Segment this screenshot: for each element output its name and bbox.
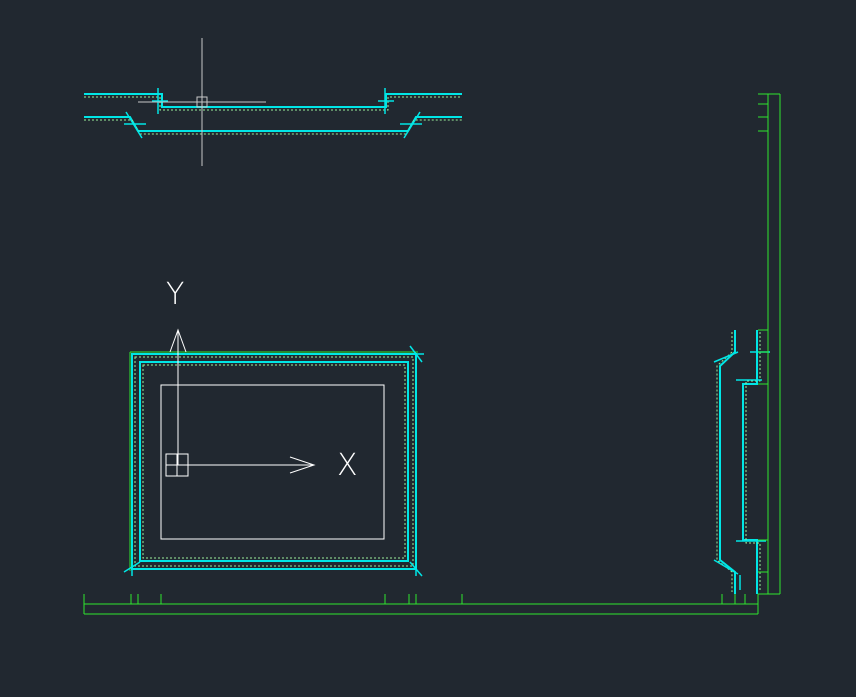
top-view-ticks	[124, 88, 422, 139]
frame-corner-ticks	[123, 345, 424, 577]
top-view-lower-edge[interactable]	[84, 116, 462, 132]
crosshair-icon	[138, 38, 266, 166]
top-view-outline[interactable]	[84, 93, 462, 132]
dimension-right[interactable]	[758, 93, 781, 595]
dimension-bottom[interactable]	[83, 594, 759, 615]
opening-rect[interactable]	[160, 384, 385, 540]
side-view[interactable]	[713, 330, 770, 594]
top-view[interactable]	[84, 88, 462, 139]
frame-outer[interactable]	[131, 353, 417, 570]
top-view-upper-edge[interactable]	[84, 93, 462, 108]
ucs-y-label: Y	[166, 277, 185, 312]
side-view-hatch	[716, 332, 761, 592]
frame-hatch	[134, 356, 414, 567]
side-view-outline[interactable]	[719, 330, 758, 594]
ucs-x-label: X	[337, 448, 358, 483]
top-view-hatch	[84, 96, 462, 135]
ucs-icon	[165, 328, 316, 477]
front-view[interactable]	[123, 345, 424, 577]
